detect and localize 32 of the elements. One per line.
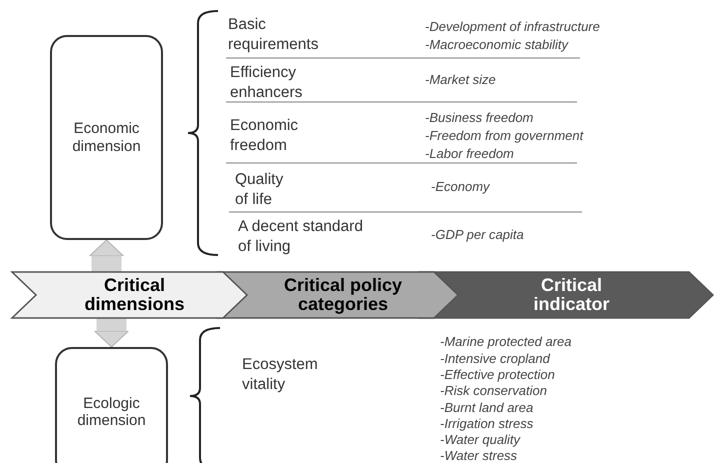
indicator-label: -Business freedom [425,110,534,125]
block-arrow [89,240,124,272]
indicator-label: -Intensive cropland [440,351,550,366]
indicator-label: -Effective protection [440,367,555,382]
indicator-label: -Labor freedom [425,146,514,161]
category-label: Economic freedom [230,116,300,156]
indicator-label: -Irrigation stress [440,416,534,431]
indicator-label: -Burnt land area [440,400,534,415]
indicator-label: -Macroeconomic stability [425,37,568,52]
indicator-label: -GDP per capita [431,227,524,242]
block-arrow [94,318,129,348]
category-label: Ecosystem vitality [242,355,319,396]
indicator-label: -Marine protected area [440,334,572,349]
category-label: Quality of life [235,170,284,210]
rounded-box [50,35,163,240]
chevron-band [12,272,247,318]
rounded-box [55,347,168,463]
indicator-label: -Risk conservation [440,383,547,398]
node-text: Critical dimensions [83,276,186,314]
category-label: Efficiency enhancers [230,63,304,104]
node-text: Ecologic dimension [76,394,147,430]
indicator-label: -Water stress [440,448,518,463]
category-label: A decent standard of living [238,217,364,258]
node-text: Critical policy categories [282,276,404,314]
indicator-label: -Freedom from government [425,128,584,143]
indicator-label: -Development of infrastructure [425,19,600,34]
node-text: Critical indicator [532,276,610,314]
category-label: Basic requirements [228,15,320,56]
indicator-label: -Economy [431,179,490,194]
indicator-label: -Market size [425,72,496,87]
node-text: Economic dimension [71,120,142,155]
indicator-label: -Water quality [440,432,520,447]
